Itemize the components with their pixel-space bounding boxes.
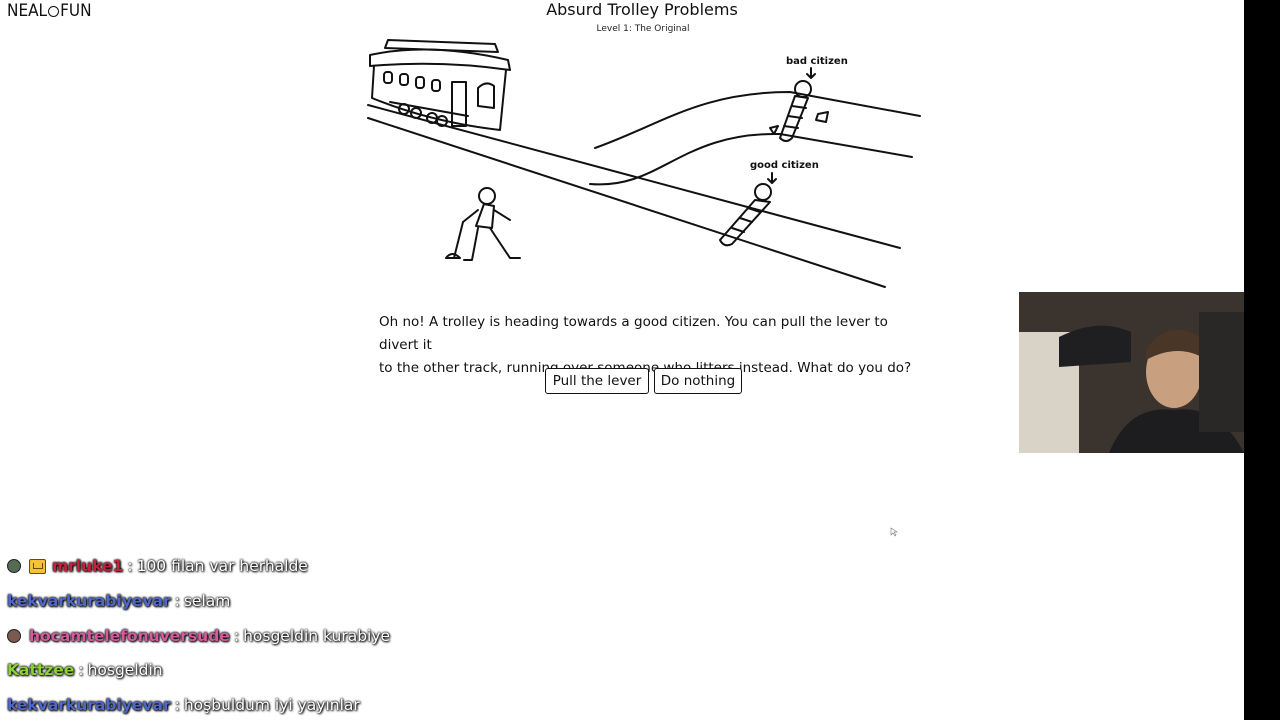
trolley-scene-illustration: bad citizen good citizen	[367, 39, 921, 288]
question-line-1: Oh no! A trolley is heading towards a go…	[379, 314, 888, 353]
chat-username: hocamtelefonuversude	[29, 626, 230, 645]
chat-message: hocamtelefonuversude : hosgeldin kurabiy…	[7, 618, 390, 653]
main-track-bottom-rail	[367, 117, 886, 288]
chat-badge-icon	[7, 628, 21, 643]
chat-text: selam	[183, 592, 231, 611]
good-citizen-icon	[719, 183, 772, 247]
chat-message: kekvarkurabiyevar : selam	[7, 592, 231, 611]
chat-text: 100 filan var herhalde	[136, 557, 308, 576]
crown-badge-icon	[29, 558, 46, 574]
good-citizen-label: good citizen	[750, 160, 819, 171]
main-track-top-rail	[367, 104, 901, 249]
branch-track-top-rail	[594, 91, 921, 149]
level-subtitle: Level 1: The Original	[596, 24, 690, 34]
logo-left: NEAL	[7, 1, 48, 21]
chat-overlay: mrluke1 : 100 filan var herhalde kekvark…	[7, 549, 390, 722]
chat-message: Kattzee : hosgeldin	[7, 661, 163, 680]
chat-message: mrluke1 : 100 filan var herhalde	[7, 549, 390, 584]
chat-text: hosgeldin kurabiye	[243, 626, 391, 645]
chat-username: kekvarkurabiyevar	[7, 696, 171, 715]
question-line-2: to the other track, running over someone…	[379, 360, 912, 376]
question-text: Oh no! A trolley is heading towards a go…	[379, 311, 919, 380]
bad-citizen-label: bad citizen	[786, 56, 848, 67]
page-title: Absurd Trolley Problems	[546, 0, 738, 19]
chat-text: hosgeldin	[87, 661, 163, 680]
chat-text: hoşbuldum iyi yayınlar	[183, 696, 360, 715]
logo-dot-icon	[48, 5, 60, 17]
streamer-webcam	[1019, 292, 1244, 453]
chat-username: mrluke1	[52, 557, 124, 576]
right-black-strip	[1244, 0, 1280, 720]
chat-username: kekvarkurabiyevar	[7, 592, 171, 611]
do-nothing-button[interactable]: Do nothing	[654, 368, 742, 394]
pull-lever-button[interactable]: Pull the lever	[545, 368, 649, 394]
site-logo[interactable]: NEAL FUN	[7, 1, 92, 21]
bad-citizen-icon	[769, 80, 829, 142]
branch-track-bottom-rail	[589, 132, 913, 186]
lever-person-icon	[445, 187, 521, 261]
logo-right: FUN	[60, 1, 92, 21]
chat-message: kekvarkurabiyevar : hoşbuldum iyi yayınl…	[7, 696, 360, 715]
chat-username: Kattzee	[7, 661, 75, 680]
chat-badge-icon	[7, 559, 21, 574]
mouse-cursor-icon	[890, 527, 898, 537]
trolley-icon	[369, 39, 511, 131]
